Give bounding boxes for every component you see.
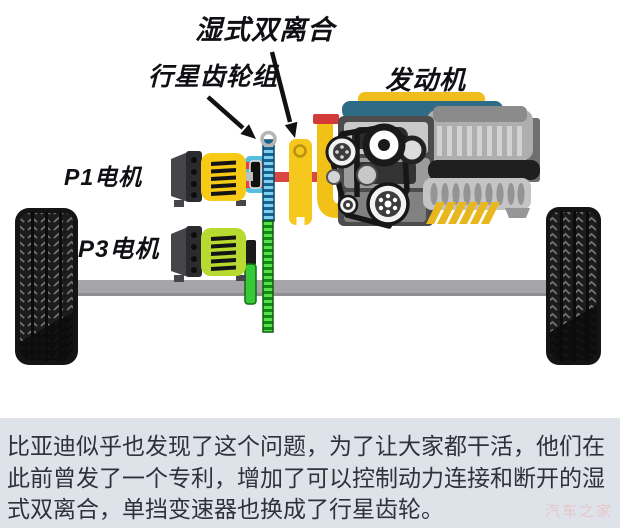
- chain-top-ring: [260, 130, 277, 148]
- output-chain-green: [262, 220, 274, 333]
- label-p1-motor: P1电机: [64, 164, 143, 190]
- arrow-to-planetary-gear: [206, 95, 245, 130]
- watermark: 汽车之家: [544, 503, 613, 520]
- annotation-arrows: [206, 51, 298, 139]
- label-engine: 发动机: [385, 65, 467, 95]
- powertrain-diagram: 湿式双离合 行星齿轮组 发动机 P1电机 P3电机: [15, 15, 601, 365]
- engine-head-ribs: [437, 126, 522, 156]
- pipe-cap-red: [313, 114, 339, 124]
- right-tire: [546, 207, 601, 365]
- engine-manifold-ribs: [430, 183, 525, 205]
- label-planetary-gear-set: 行星齿轮组: [148, 63, 279, 91]
- engine-fins-yellow: [426, 202, 500, 224]
- arrow-to-clutch: [269, 51, 293, 123]
- planetary-gear-chain-blue: [260, 130, 277, 222]
- caption-panel: 比亚迪似乎也发现了这个问题，为了让大家都干活，他们在此前曾发了一个专利，增加了可…: [0, 418, 620, 528]
- drive-axle: [62, 280, 558, 296]
- engine-pulleys: [325, 123, 427, 226]
- caption-text: 比亚迪似乎也发现了这个问题，为了让大家都干活，他们在此前曾发了一个专利，增加了可…: [7, 433, 605, 522]
- p1-motor: [171, 151, 253, 207]
- label-wet-dual-clutch: 湿式双离合: [195, 15, 335, 45]
- left-tire: [15, 208, 78, 365]
- diagram-canvas: [15, 51, 601, 365]
- wet-dual-clutch: [289, 139, 312, 225]
- engine-assembly: [325, 92, 540, 229]
- engine-black-bar: [428, 160, 540, 180]
- p3-motor: [171, 226, 246, 282]
- label-p3-motor: P3电机: [78, 236, 160, 263]
